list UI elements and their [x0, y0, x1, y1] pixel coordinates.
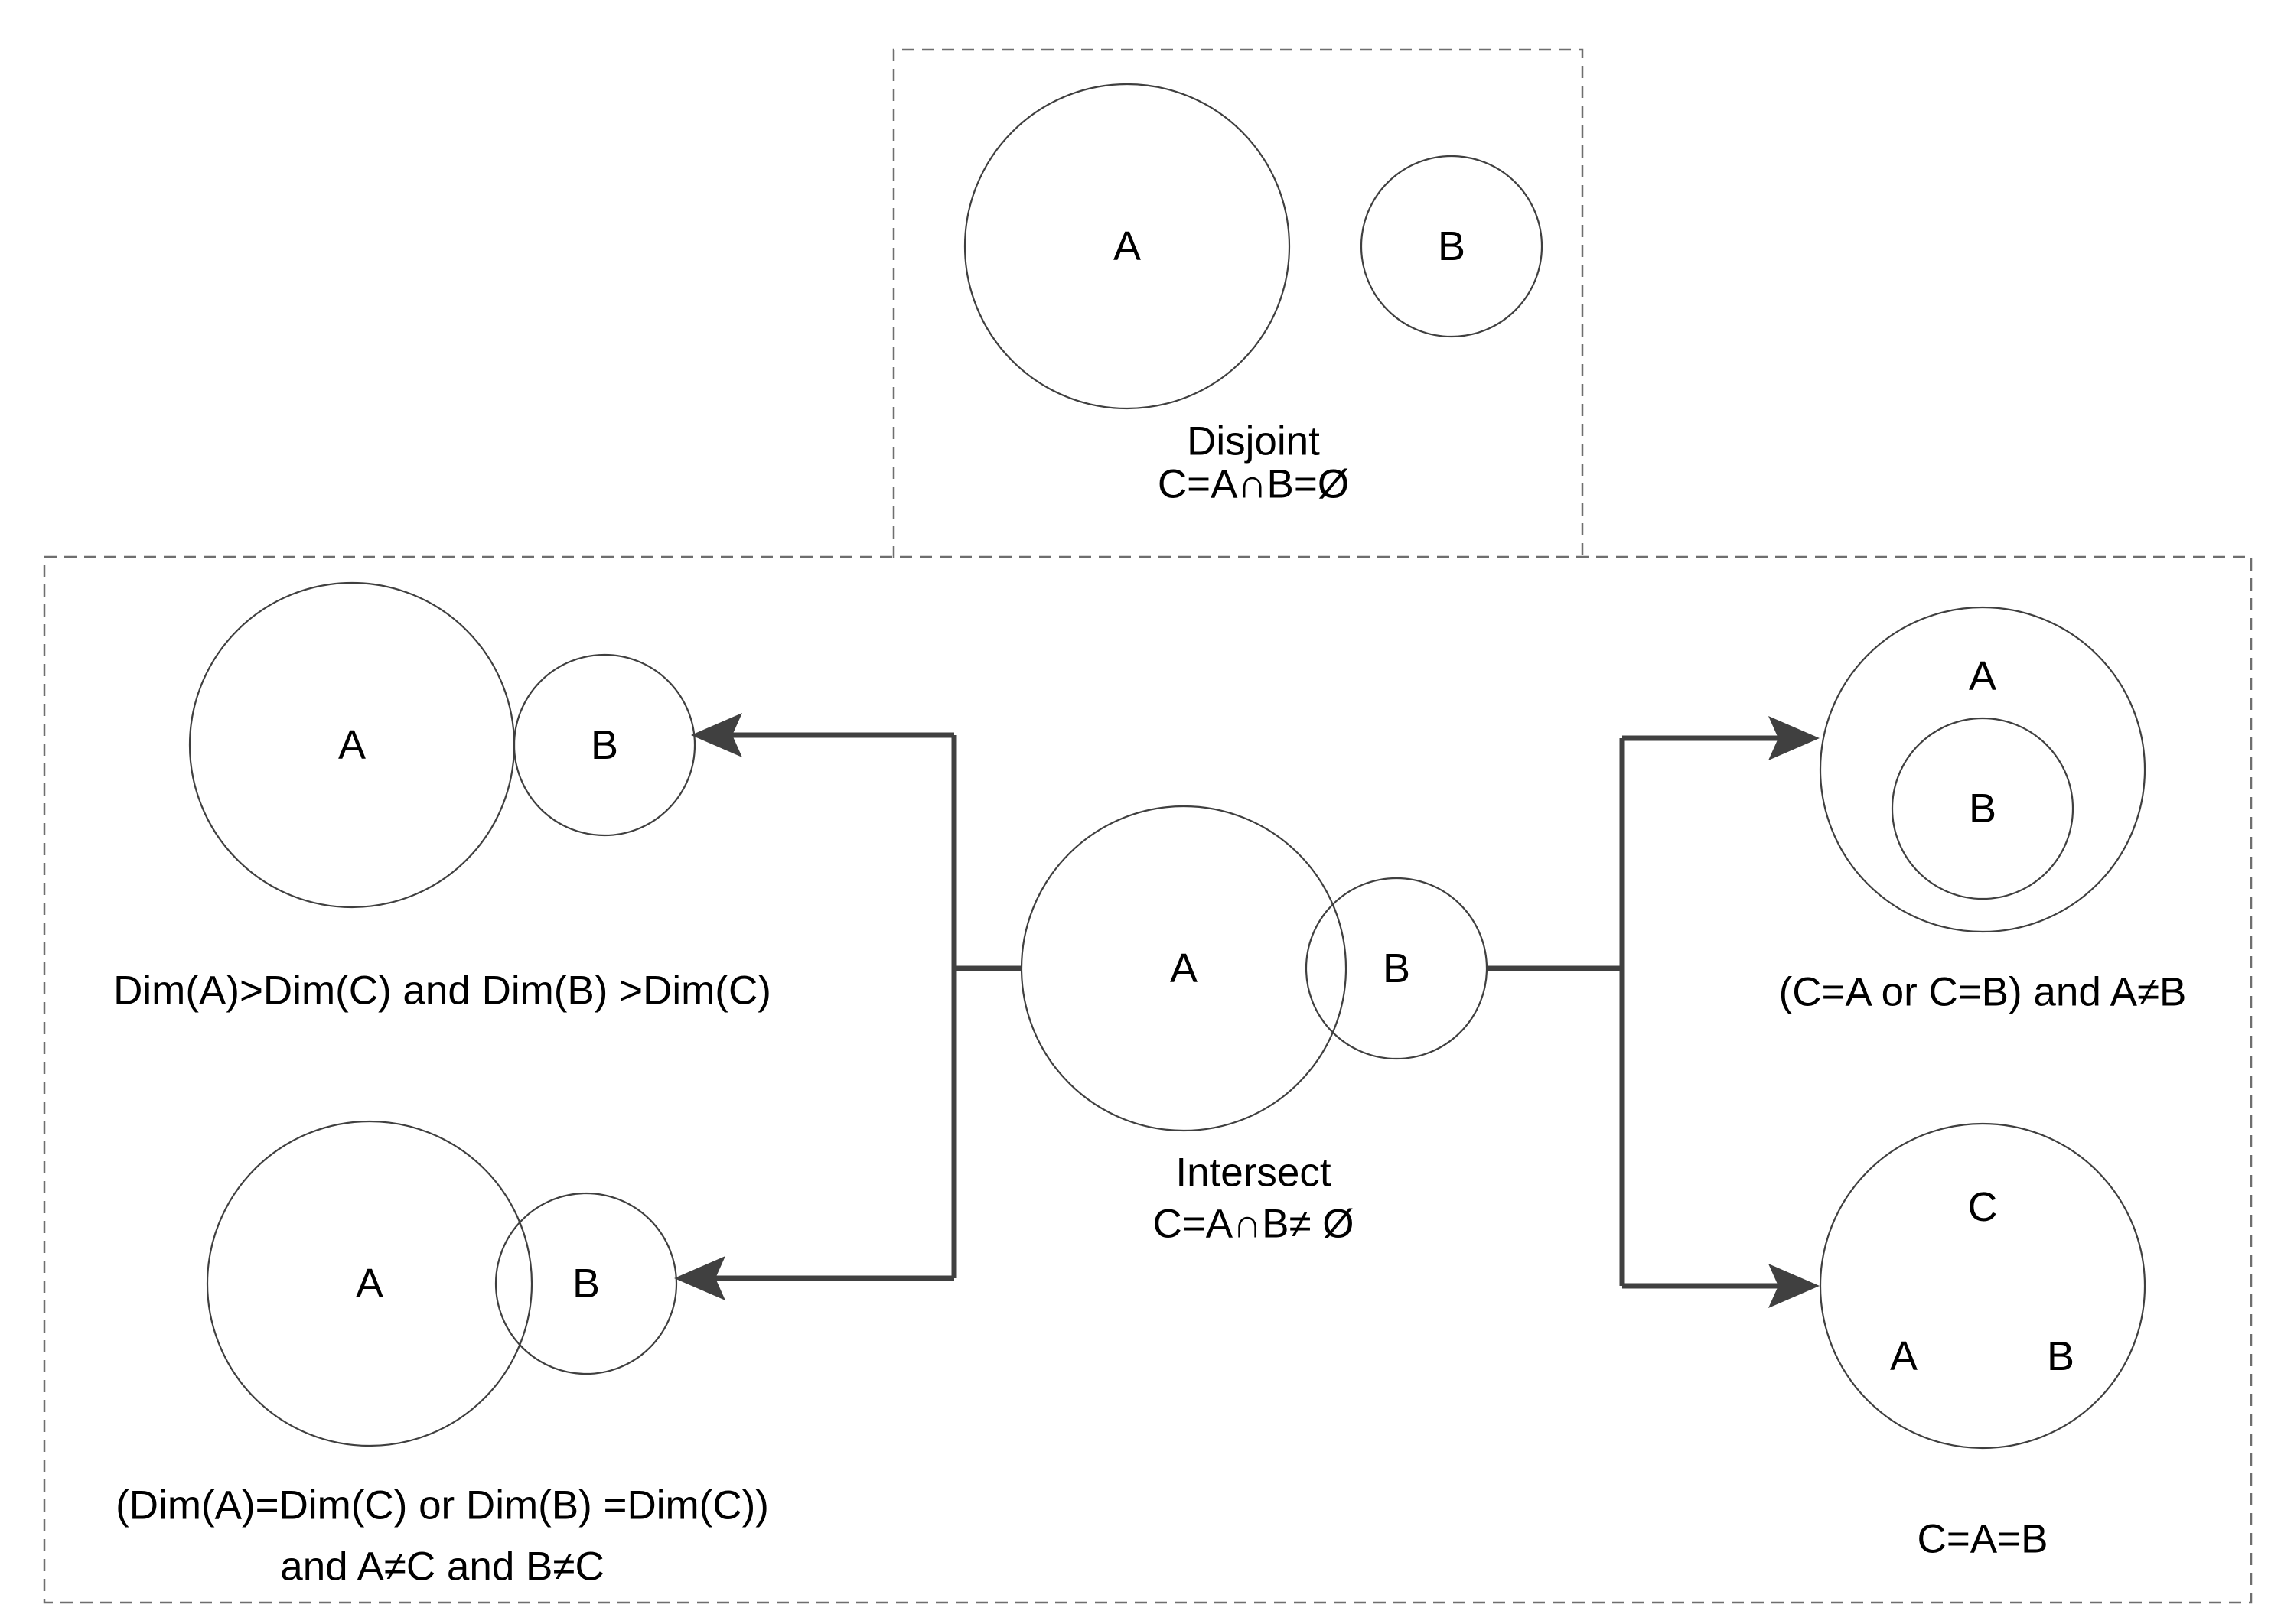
- left-lower-arrowhead: [674, 1256, 725, 1300]
- right-connector: [1486, 735, 1787, 1289]
- contains-label-b: B: [1969, 786, 1996, 832]
- disjoint-circle-a: [963, 83, 1291, 410]
- disjoint-formula: C=A∩B=Ø: [1158, 462, 1349, 507]
- equal-label-a: A: [1890, 1333, 1918, 1379]
- disjoint-label-b: B: [1438, 223, 1465, 269]
- intersect-title: Intersect: [1175, 1150, 1331, 1196]
- overlap-caption-line2: and A≠C and B≠C: [280, 1544, 604, 1590]
- intersect-circle-a: [1020, 805, 1347, 1132]
- touching-caption: Dim(A)>Dim(C) and Dim(B) >Dim(C): [113, 968, 771, 1014]
- disjoint-circle-b: [1360, 155, 1543, 338]
- overlap-label-b: B: [572, 1261, 600, 1307]
- contains-caption: (C=A or C=B) and A≠B: [1779, 970, 2187, 1015]
- overlap-case: A B (Dim(A)=Dim(C) or Dim(B) =Dim(C)) an…: [116, 1120, 769, 1590]
- overlap-circle-a: [206, 1120, 533, 1447]
- left-connector: [708, 732, 1022, 1281]
- intersect-label-a: A: [1170, 945, 1198, 991]
- overlap-caption-line1: (Dim(A)=Dim(C) or Dim(B) =Dim(C)): [116, 1483, 769, 1528]
- disjoint-title: Disjoint: [1187, 419, 1320, 464]
- equal-case: C A B C=A=B: [1819, 1122, 2146, 1562]
- right-lower-arrowhead: [1768, 1264, 1820, 1308]
- overlap-label-a: A: [356, 1261, 383, 1307]
- equal-circle-c: [1819, 1122, 2146, 1450]
- touching-circle-b: [513, 653, 696, 837]
- contains-case: A B (C=A or C=B) and A≠B: [1779, 606, 2187, 1015]
- overlap-circle-b: [494, 1192, 678, 1375]
- equal-label-c: C: [1968, 1184, 1998, 1230]
- disjoint-label-a: A: [1113, 223, 1141, 269]
- equal-label-b: B: [2047, 1333, 2074, 1379]
- contains-circle-a: [1819, 606, 2146, 933]
- intersect-panel: A B Intersect C=A∩B≠ Ø: [1020, 805, 1488, 1247]
- disjoint-panel: A B Disjoint C=A∩B=Ø: [892, 48, 1584, 558]
- right-upper-arrowhead: [1768, 716, 1820, 760]
- contains-circle-b: [1891, 717, 2074, 900]
- touching-case: A B Dim(A)>Dim(C) and Dim(B) >Dim(C): [113, 581, 771, 1014]
- contains-label-a: A: [1969, 653, 1996, 699]
- intersect-circle-b: [1305, 877, 1488, 1060]
- connectors: [674, 713, 1820, 1308]
- equal-caption: C=A=B: [1918, 1517, 2048, 1562]
- touching-label-a: A: [338, 722, 366, 768]
- intersect-frame: [43, 555, 2253, 1604]
- left-upper-arrowhead: [691, 713, 742, 757]
- intersect-formula: C=A∩B≠ Ø: [1152, 1202, 1354, 1247]
- intersect-label-b: B: [1383, 945, 1410, 991]
- touching-label-b: B: [591, 722, 618, 768]
